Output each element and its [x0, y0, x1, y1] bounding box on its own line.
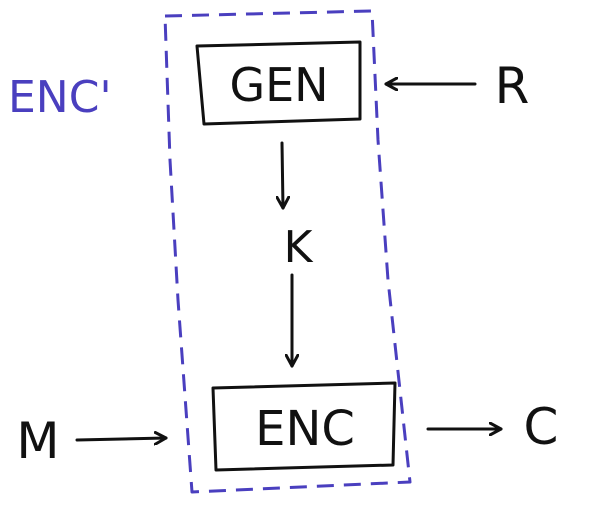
r-label: R	[495, 57, 530, 115]
gen-label: GEN	[229, 58, 328, 112]
c-label: C	[524, 398, 559, 456]
m-label: M	[16, 412, 59, 470]
enc-node: ENC	[211, 381, 397, 472]
gen-box	[195, 40, 362, 126]
enc-box	[211, 381, 397, 472]
gen-node: GEN	[195, 40, 362, 126]
k-label: K	[284, 222, 314, 273]
enc-prime-dashed-boundary	[163, 9, 412, 494]
enc-label: ENC	[255, 401, 355, 457]
gen-to-k-arrow	[282, 141, 283, 210]
group-label-enc-prime: ENC'	[8, 72, 112, 123]
m-to-enc-arrow	[75, 438, 168, 440]
